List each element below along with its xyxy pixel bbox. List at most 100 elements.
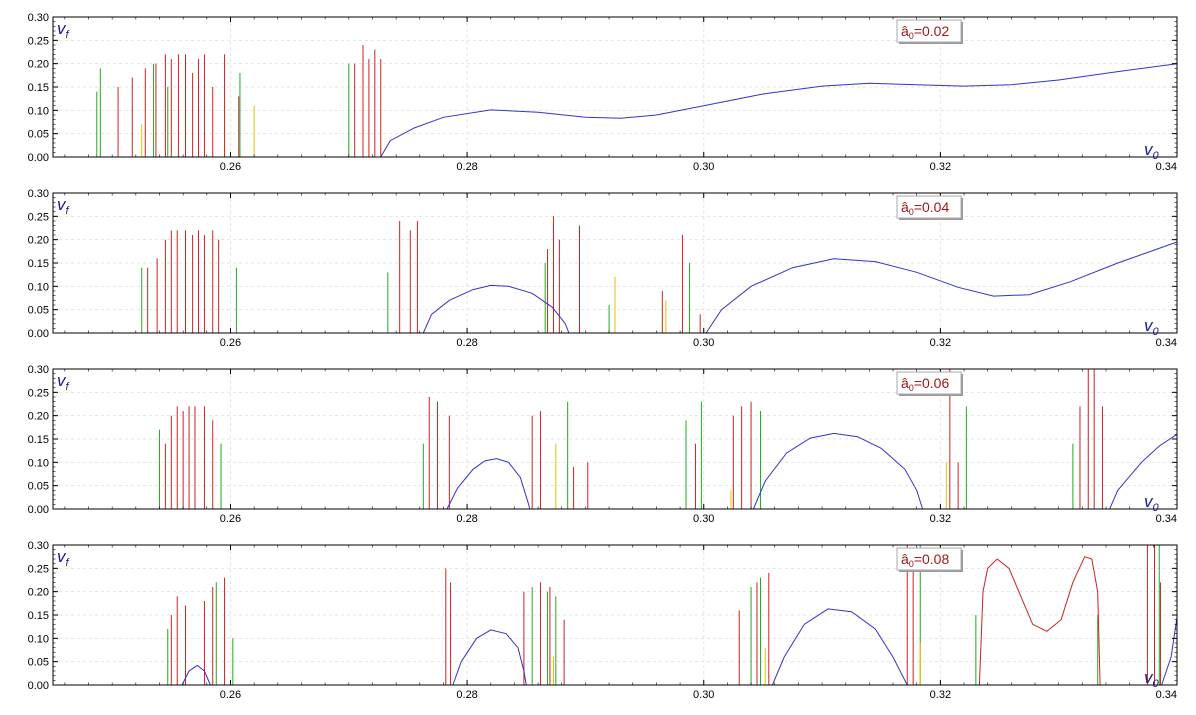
x-tick-label: 0.28 <box>456 337 477 349</box>
annotation-text: â0=0.02 <box>901 23 949 41</box>
annotation-symbol: â <box>901 375 909 391</box>
x-tick-label: 0.28 <box>456 689 477 701</box>
x-tick-label: 0.32 <box>930 337 951 349</box>
y-tick-label: 0.05 <box>28 129 49 141</box>
y-axis-label: vf <box>57 195 70 217</box>
annotation-subscript: 0 <box>909 383 914 393</box>
annotation-box <box>896 19 962 43</box>
annotation-text: â0=0.06 <box>901 375 949 393</box>
series-curve <box>752 432 924 510</box>
y-axis-label-main: v <box>57 19 67 38</box>
x-tick-label: 0.30 <box>693 513 714 525</box>
x-axis-label: v0 <box>1144 316 1160 338</box>
x-axis-label: v0 <box>1144 492 1160 514</box>
y-tick-label: 0.20 <box>28 59 49 71</box>
y-tick-label: 0.00 <box>28 328 49 340</box>
y-tick-label: 0.00 <box>28 680 49 692</box>
x-axis-label: v0 <box>1144 140 1160 162</box>
x-tick-label: 0.32 <box>930 513 951 525</box>
y-tick-label: 0.15 <box>28 610 49 622</box>
y-tick-label: 0.05 <box>28 305 49 317</box>
y-tick-label: 0.20 <box>28 235 49 247</box>
series-curve <box>446 458 531 510</box>
annotation-text: â0=0.08 <box>901 551 949 569</box>
y-tick-label: 0.05 <box>28 481 49 493</box>
y-tick-label: 0.10 <box>28 457 49 469</box>
y-tick-label: 0.10 <box>28 633 49 645</box>
annotation-symbol: â <box>901 199 909 215</box>
x-tick-label: 0.26 <box>220 161 241 173</box>
panel-2: 0.00 0.05 0.10 0.15 0.20 0.25 0.30 0.26 0.28 0.30… <box>28 188 1178 349</box>
panel-4: 0.00 0.05 0.10 0.15 0.20 0.25 0.30 0.26 0.28 0.30… <box>28 540 1178 701</box>
y-tick-label: 0.20 <box>28 587 49 599</box>
annotation-value: =0.06 <box>914 375 950 391</box>
y-tick-label: 0.25 <box>28 211 49 223</box>
series-curve <box>380 63 1178 158</box>
y-tick-label: 0.25 <box>28 387 49 399</box>
y-tick-label: 0.05 <box>28 657 49 669</box>
y-tick-label: 0.15 <box>28 258 49 270</box>
y-tick-label: 0.30 <box>28 540 49 552</box>
x-tick-label: 0.34 <box>1156 161 1177 173</box>
y-axis-label: vf <box>57 19 70 41</box>
y-tick-label: 0.25 <box>28 35 49 47</box>
x-tick-label: 0.30 <box>693 161 714 173</box>
y-axis-label: vf <box>57 547 70 569</box>
y-tick-label: 0.10 <box>28 105 49 117</box>
x-tick-label: 0.34 <box>1156 513 1177 525</box>
y-tick-label: 0.30 <box>28 364 49 376</box>
y-axis-label-sub: f <box>66 557 70 569</box>
x-tick-label: 0.28 <box>456 161 477 173</box>
annotation-box <box>896 195 962 219</box>
y-axis-label: vf <box>57 371 70 393</box>
series-curve <box>1109 433 1178 510</box>
x-tick-label: 0.32 <box>930 161 951 173</box>
y-axis-label-sub: f <box>66 29 70 41</box>
x-tick-label: 0.32 <box>930 689 951 701</box>
y-tick-label: 0.15 <box>28 82 49 94</box>
y-tick-label: 0.30 <box>28 12 49 24</box>
x-tick-label: 0.34 <box>1156 689 1177 701</box>
x-tick-label: 0.30 <box>693 337 714 349</box>
annotation-text: â0=0.04 <box>901 199 949 217</box>
y-axis-label-sub: f <box>66 205 70 217</box>
y-tick-label: 0.00 <box>28 504 49 516</box>
y-axis-label-main: v <box>57 371 67 390</box>
annotation-box <box>896 371 962 395</box>
x-tick-label: 0.26 <box>220 337 241 349</box>
x-axis-label-main: v <box>1144 316 1154 335</box>
y-axis-label-sub: f <box>66 381 70 393</box>
y-tick-label: 0.10 <box>28 281 49 293</box>
x-tick-label: 0.26 <box>220 513 241 525</box>
x-tick-label: 0.30 <box>693 689 714 701</box>
y-tick-label: 0.00 <box>28 152 49 164</box>
annotation-value: =0.02 <box>914 23 950 39</box>
y-axis-label-main: v <box>57 547 67 566</box>
annotation-box <box>896 547 962 571</box>
annotation-subscript: 0 <box>909 559 914 569</box>
x-axis-label-main: v <box>1144 140 1154 159</box>
y-tick-label: 0.20 <box>28 411 49 423</box>
annotation-subscript: 0 <box>909 207 914 217</box>
x-axis-label-sub: 0 <box>1153 678 1160 690</box>
annotation-value: =0.08 <box>914 551 950 567</box>
y-tick-label: 0.25 <box>28 563 49 575</box>
annotation-symbol: â <box>901 551 909 567</box>
x-axis-label-main: v <box>1144 668 1154 687</box>
series-curve <box>1161 617 1178 686</box>
series-curve <box>181 664 211 686</box>
x-axis-label-main: v <box>1144 492 1154 511</box>
x-tick-label: 0.28 <box>456 513 477 525</box>
annotation-symbol: â <box>901 23 909 39</box>
x-axis-label-sub: 0 <box>1153 502 1160 514</box>
annotation-subscript: 0 <box>909 31 914 41</box>
x-tick-label: 0.26 <box>220 689 241 701</box>
x-axis-label: v0 <box>1144 668 1160 690</box>
annotation-value: =0.04 <box>914 199 950 215</box>
x-axis-label-sub: 0 <box>1153 150 1160 162</box>
series-curve <box>978 556 1101 686</box>
y-tick-label: 0.30 <box>28 188 49 200</box>
series-curve <box>452 629 527 686</box>
